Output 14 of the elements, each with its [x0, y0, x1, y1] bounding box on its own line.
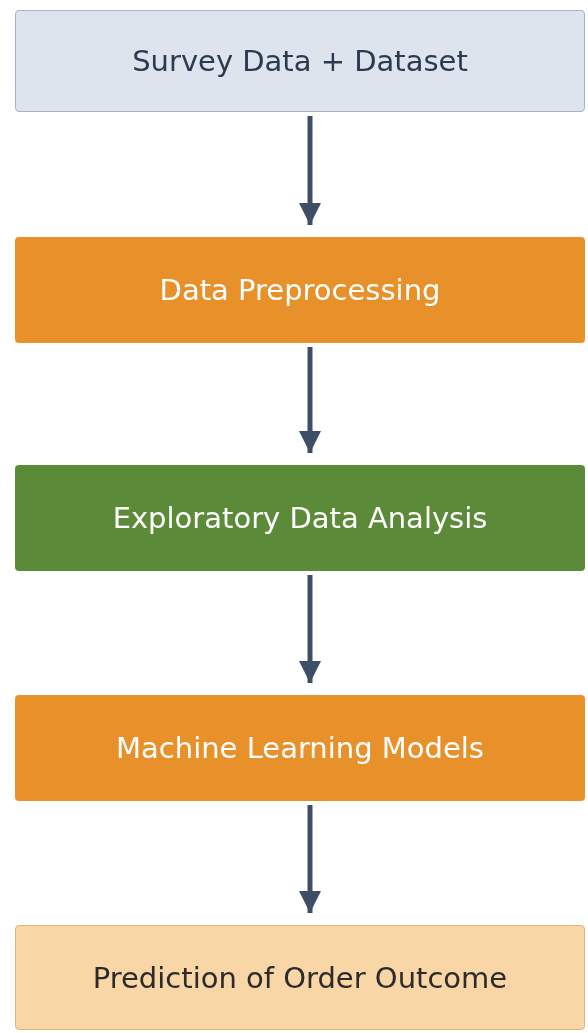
box-label: Exploratory Data Analysis [112, 501, 488, 535]
box-label: Data Preprocessing [159, 273, 441, 307]
box-label: Survey Data + Dataset [132, 44, 468, 78]
input-box [15, 10, 585, 112]
arrow [298, 347, 322, 453]
arrow [298, 805, 322, 913]
process-box [15, 465, 585, 571]
box-label: Prediction of Order Outcome [92, 960, 508, 995]
output-box [15, 925, 585, 1030]
box-label: Machine Learning Models [116, 731, 484, 765]
arrow [298, 575, 322, 683]
process-box [15, 237, 585, 343]
process-box [15, 695, 585, 801]
arrow [298, 116, 322, 225]
